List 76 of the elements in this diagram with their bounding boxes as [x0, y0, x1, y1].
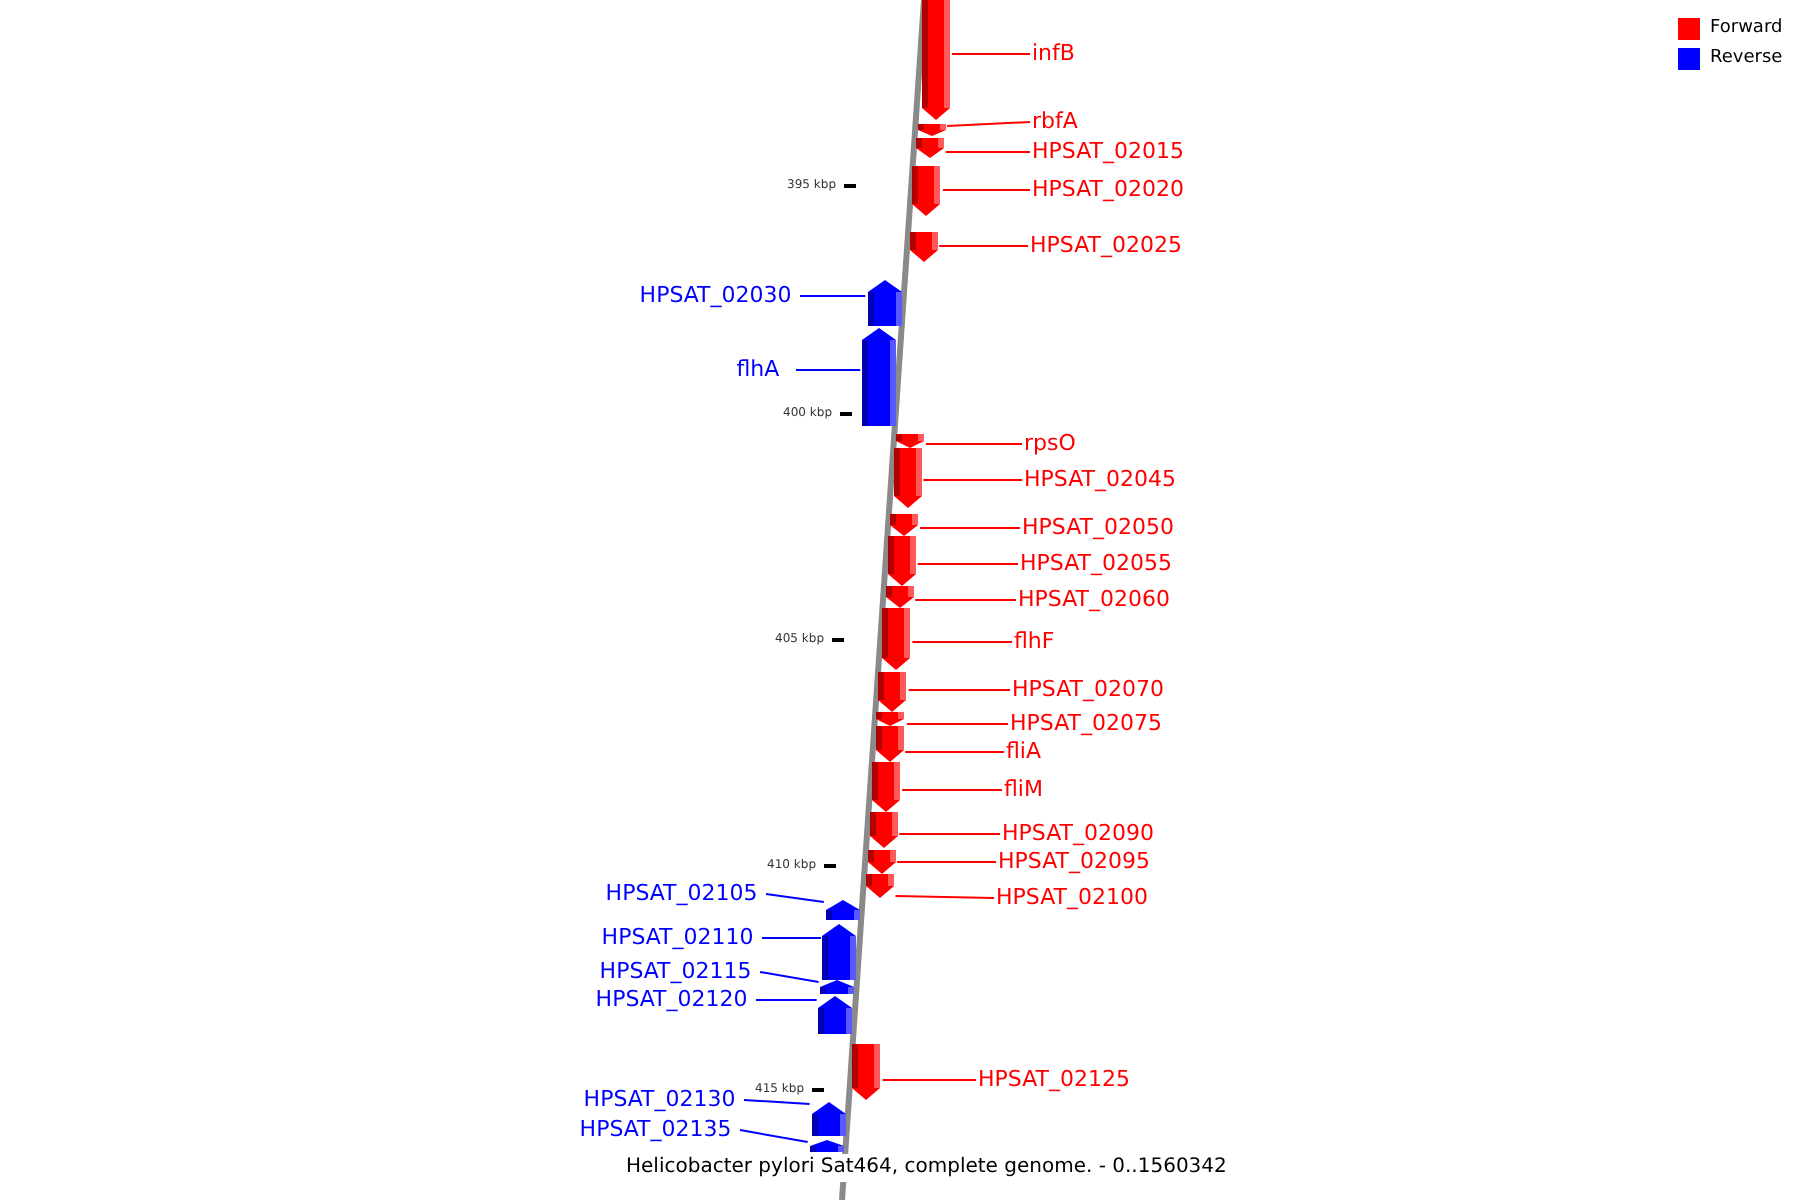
- gene-label: HPSAT_02070: [1012, 676, 1164, 702]
- gene-feature: [872, 762, 901, 812]
- leader-line: [922, 479, 1023, 481]
- leader-line: [924, 443, 1023, 445]
- leader-line: [896, 861, 997, 863]
- gene-feature: [825, 900, 860, 920]
- gene-feature: [915, 138, 944, 158]
- leader-line: [941, 189, 1031, 191]
- gene-label: rbfA: [1032, 108, 1078, 134]
- gene-label: HPSAT_02015: [1032, 138, 1184, 164]
- leader-line: [759, 971, 820, 983]
- gene-label: flhA: [736, 356, 780, 382]
- gene-feature: [876, 712, 905, 726]
- gene-feature: [909, 232, 938, 262]
- gene-feature: [865, 874, 894, 898]
- gene-label: fliA: [1006, 738, 1042, 764]
- gene-label: HPSAT_02020: [1032, 176, 1184, 202]
- leader-line: [755, 999, 818, 1001]
- leader-line: [904, 751, 1005, 753]
- gene-label: HPSAT_02055: [1020, 550, 1172, 576]
- gene-label: infB: [1032, 40, 1075, 66]
- gene-label: HPSAT_02130: [583, 1086, 736, 1112]
- gene-label: HPSAT_02050: [1022, 514, 1174, 540]
- gene-feature: [811, 1102, 846, 1136]
- gene-feature: [867, 850, 896, 874]
- leader-line: [743, 1099, 811, 1105]
- gene-label: fliM: [1004, 776, 1043, 802]
- leader-line: [894, 895, 995, 899]
- gene-feature: [885, 586, 914, 608]
- gene-feature: [890, 514, 919, 536]
- gene-label: HPSAT_02120: [595, 986, 748, 1012]
- leader-line: [795, 369, 862, 371]
- gene-label: HPSAT_02105: [605, 880, 758, 906]
- gene-label: HPSAT_02100: [996, 884, 1148, 910]
- legend-label: Reverse: [1710, 48, 1783, 70]
- gene-label: HPSAT_02060: [1018, 586, 1170, 612]
- gene-label: HPSAT_02075: [1010, 710, 1162, 736]
- leader-line: [881, 1079, 977, 1081]
- gene-label: HPSAT_02125: [978, 1066, 1130, 1092]
- gene-label: HPSAT_02095: [998, 848, 1150, 874]
- gene-label: rpsO: [1024, 430, 1076, 456]
- gene-label: HPSAT_02025: [1030, 232, 1182, 258]
- leader-line: [739, 1129, 809, 1143]
- caption: Helicobacter pylori Sat464, complete genome. - 0..1560342: [626, 1154, 1227, 1182]
- gene-feature: [917, 124, 946, 136]
- gene-label: HPSAT_02135: [579, 1116, 732, 1142]
- gene-label: HPSAT_02110: [601, 924, 754, 950]
- leader-line: [938, 245, 1029, 247]
- gene-feature: [912, 166, 941, 216]
- leader-line: [944, 151, 1031, 153]
- leader-line: [799, 295, 867, 297]
- gene-label: HPSAT_02115: [599, 958, 752, 984]
- gene-feature: [820, 980, 855, 994]
- gene-label: HPSAT_02090: [1002, 820, 1154, 846]
- leader-line: [946, 121, 1031, 127]
- leader-line: [905, 723, 1009, 725]
- gene-feature: [869, 812, 898, 848]
- gene-feature: [895, 434, 924, 448]
- gene-feature: [852, 1044, 881, 1100]
- leader-line: [898, 833, 1001, 835]
- leader-line: [919, 527, 1021, 529]
- leader-line: [901, 789, 1003, 791]
- gene-feature: [921, 0, 950, 120]
- gene-feature: [867, 280, 902, 326]
- leader-line: [950, 53, 1031, 55]
- leader-line: [911, 641, 1013, 643]
- leader-line: [916, 563, 1019, 565]
- legend-label: Forward: [1710, 18, 1783, 40]
- leader-line: [914, 599, 1017, 601]
- gene-label: flhF: [1014, 628, 1055, 654]
- gene-label: HPSAT_02045: [1024, 466, 1176, 492]
- leader-line: [907, 689, 1011, 691]
- gene-feature: [809, 1140, 844, 1152]
- leader-line: [765, 893, 825, 903]
- gene-label: HPSAT_02030: [639, 282, 792, 308]
- leader-line: [761, 937, 822, 939]
